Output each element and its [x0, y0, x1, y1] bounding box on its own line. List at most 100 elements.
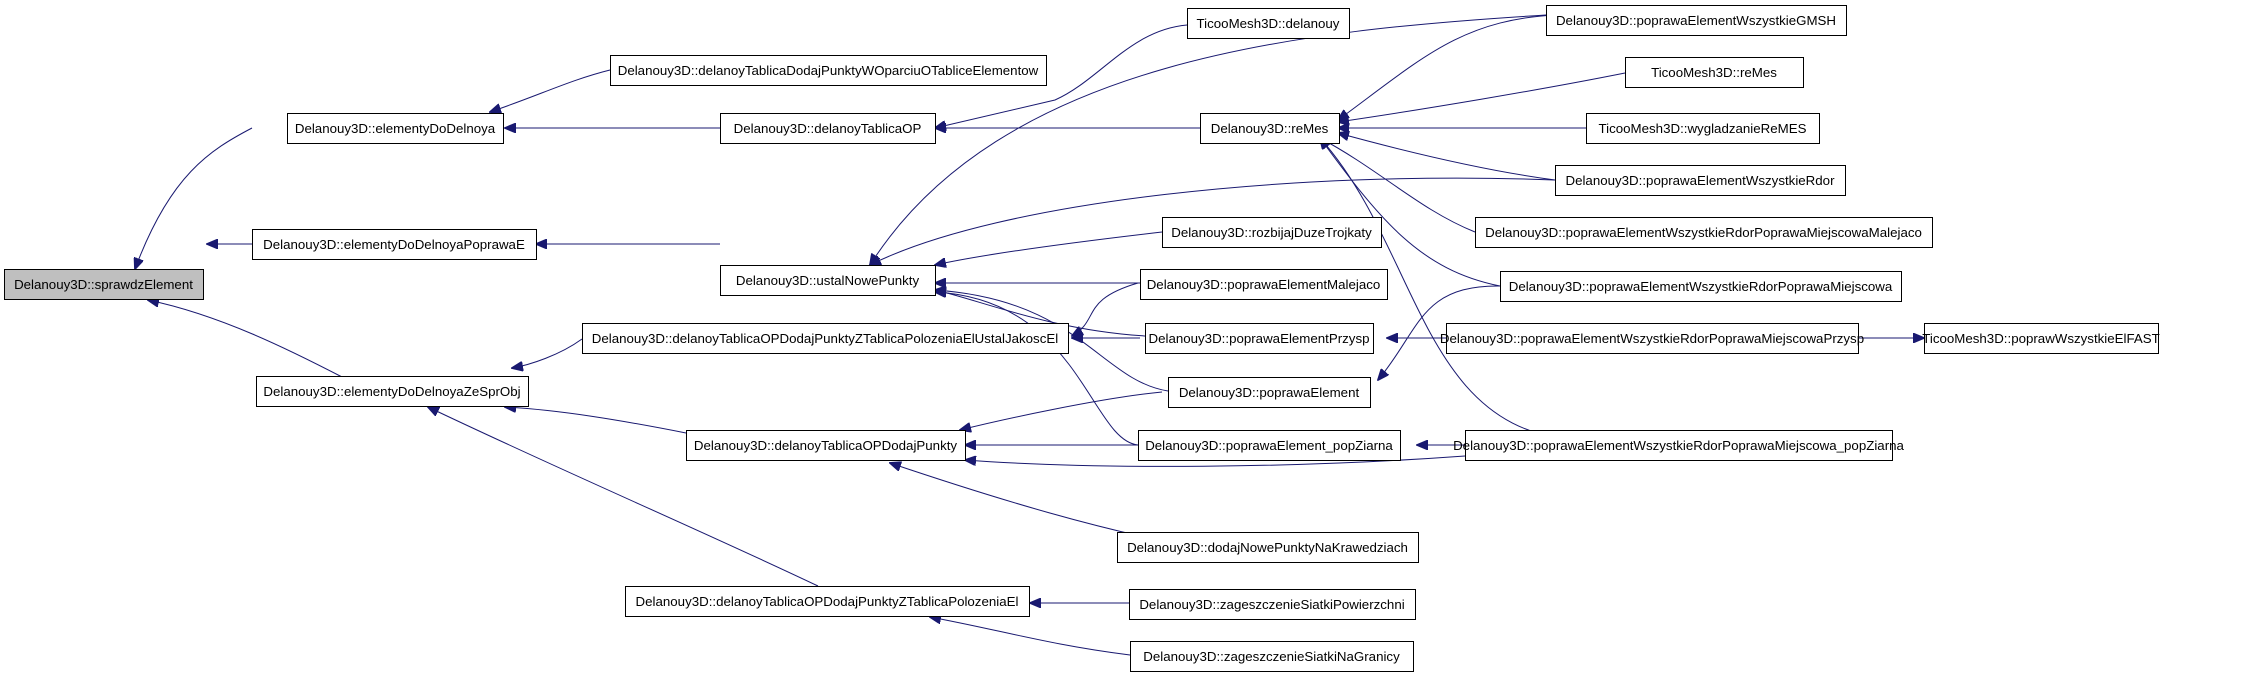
node-box[interactable] — [582, 323, 1069, 354]
node-box[interactable] — [720, 113, 936, 144]
edge — [512, 338, 583, 368]
graph-node-n13[interactable]: Delanouy3D::rozbijajDuzeTrojkaty — [1162, 217, 1382, 248]
graph-node-n17[interactable]: Delanouy3D::poprawaElement_popZiarna — [1138, 430, 1401, 461]
node-box[interactable] — [1500, 271, 1902, 302]
node-label: Delanouy3D::poprawaElementWszystkieRdor — [1565, 173, 1835, 188]
graph-node-n09[interactable]: Delanouy3D::delanoyTablicaOPDodajPunkty — [686, 430, 966, 461]
graph-node-n12[interactable]: Delanouy3D::reMes — [1200, 113, 1340, 144]
node-box[interactable] — [1145, 323, 1374, 354]
graph-node-n10[interactable]: Delanouy3D::delanoyTablicaOPDodajPunktyZ… — [625, 586, 1030, 617]
node-box[interactable] — [256, 376, 529, 407]
edge — [935, 24, 1188, 128]
node-label: Delanouy3D::poprawaElementWszystkieRdorP… — [1509, 279, 1893, 294]
edge — [135, 127, 253, 269]
graph-node-n05[interactable]: Delanouy3D::delanoyTablicaDodajPunktyWOp… — [610, 55, 1047, 86]
node-box[interactable] — [1130, 641, 1414, 672]
node-box[interactable] — [287, 113, 504, 144]
node-box[interactable] — [1546, 5, 1847, 36]
node-label: Delanouy3D::poprawaElementWszystkieRdorP… — [1440, 331, 1864, 346]
node-box[interactable] — [1162, 217, 1382, 248]
node-box[interactable] — [1446, 323, 1859, 354]
node-box[interactable] — [1129, 589, 1416, 620]
graph-node-n23[interactable]: TicooMesh3D::wygladzanieReMES — [1586, 113, 1820, 144]
node-label: Delanouy3D::delanoyTablicaOPDodajPunktyZ… — [636, 594, 1019, 609]
graph-node-n06[interactable]: Delanouy3D::delanoyTablicaOP — [720, 113, 936, 144]
node-label: Delanouy3D::reMes — [1211, 121, 1329, 136]
edge — [935, 292, 1139, 446]
edge — [490, 69, 611, 112]
graph-node-n21[interactable]: Delanouy3D::poprawaElementWszystkieGMSH — [1546, 5, 1847, 36]
node-box[interactable] — [1117, 532, 1419, 563]
node-box[interactable] — [1168, 377, 1371, 408]
edge — [1320, 138, 1476, 233]
node-box[interactable] — [1475, 217, 1933, 248]
node-box[interactable] — [1555, 165, 1846, 196]
node-box[interactable] — [1625, 57, 1804, 88]
graph-node-n14[interactable]: Delanouy3D::poprawaElementMalejaco — [1140, 269, 1388, 300]
node-box[interactable] — [1200, 113, 1340, 144]
graph-node-n25[interactable]: Delanouy3D::poprawaElementWszystkieRdorP… — [1475, 217, 1933, 248]
node-label: Delanouy3D::delanoyTablicaOP — [734, 121, 922, 136]
edge — [870, 177, 1556, 265]
graph-node-n18[interactable]: Delanouy3D::dodajNowePunktyNaKrawedziach — [1117, 532, 1419, 563]
node-label: Delanouy3D::poprawaElementWszystkieGMSH — [1556, 13, 1836, 28]
node-label: Delanouy3D::elementyDoDelnoya — [295, 121, 496, 136]
graph-node-n15[interactable]: Delanouy3D::poprawaElementPrzysp — [1145, 323, 1374, 354]
node-label: Delanouy3D::elementyDoDelnoyaZeSprObj — [263, 384, 520, 399]
node-label: Delanouy3D::ustalNowePunkty — [736, 273, 920, 288]
node-box[interactable] — [1138, 430, 1401, 461]
node-label: Delanouy3D::poprawaElementPrzysp — [1149, 331, 1370, 346]
node-label: Delanouy3D::sprawdzElement — [14, 277, 193, 292]
edge — [935, 231, 1163, 265]
node-box[interactable] — [686, 430, 966, 461]
node-box[interactable] — [610, 55, 1047, 86]
node-box[interactable] — [1187, 8, 1350, 39]
node-box[interactable] — [1586, 113, 1820, 144]
node-box[interactable] — [720, 265, 936, 296]
graph-node-n08[interactable]: Delanouy3D::delanoyTablicaOPDodajPunktyZ… — [582, 323, 1069, 354]
graph-node-n03[interactable]: Delanouy3D::elementyDoDelnoyaPoprawaE — [252, 229, 537, 260]
node-box[interactable] — [1140, 269, 1388, 300]
edge — [1378, 285, 1501, 380]
edge — [1072, 282, 1139, 336]
node-box[interactable] — [625, 586, 1030, 617]
node-label: Delanouy3D::zageszczenieSiatkiPowierzchn… — [1139, 597, 1404, 612]
graph-node-n11[interactable]: TicooMesh3D::delanouy — [1187, 8, 1350, 39]
graph-node-n01[interactable]: Delanouy3D::sprawdzElement — [4, 269, 204, 300]
node-box[interactable] — [1465, 430, 1893, 461]
node-label: Delanouy3D::poprawaElementWszystkieRdorP… — [1453, 438, 1904, 453]
node-box[interactable] — [1924, 323, 2159, 354]
edge — [1320, 138, 1578, 441]
graph-node-n02[interactable]: Delanouy3D::elementyDoDelnoya — [287, 113, 504, 144]
graph-node-n24[interactable]: Delanouy3D::poprawaElementWszystkieRdor — [1555, 165, 1846, 196]
graph-node-n20[interactable]: Delanouy3D::zageszczenieSiatkiNaGranicy — [1130, 641, 1414, 672]
edge — [1320, 138, 1501, 287]
edge — [148, 300, 345, 379]
edge — [1338, 72, 1626, 122]
node-layer: Delanouy3D::sprawdzElementDelanouy3D::el… — [4, 5, 2160, 672]
graph-node-n27[interactable]: Delanouy3D::poprawaElementWszystkieRdorP… — [1440, 323, 1864, 354]
node-box[interactable] — [4, 269, 204, 300]
node-label: Delanouy3D::zageszczenieSiatkiNaGranicy — [1143, 649, 1400, 664]
node-label: TicooMesh3D::poprawWszystkieElFAST — [1922, 331, 2159, 346]
edge-layer — [135, 14, 1924, 656]
graph-node-n26[interactable]: Delanouy3D::poprawaElementWszystkieRdorP… — [1500, 271, 1902, 302]
graph-node-n19[interactable]: Delanouy3D::zageszczenieSiatkiPowierzchn… — [1129, 589, 1416, 620]
graph-node-n04[interactable]: Delanouy3D::elementyDoDelnoyaZeSprObj — [256, 376, 529, 407]
node-label: Delanouy3D::delanoyTablicaDodajPunktyWOp… — [618, 63, 1039, 78]
node-label: Delanouy3D::poprawaElementMalejaco — [1147, 277, 1381, 292]
graph-node-n16[interactable]: Delanouy3D::poprawaElement — [1168, 377, 1371, 408]
edge — [1338, 133, 1556, 181]
node-label: Delanouy3D::poprawaElement_popZiarna — [1145, 438, 1393, 453]
graph-node-n22[interactable]: TicooMesh3D::reMes — [1625, 57, 1804, 88]
edge — [428, 407, 819, 587]
graph-node-n07[interactable]: Delanouy3D::ustalNowePunkty — [720, 265, 936, 296]
edge — [505, 407, 687, 434]
edge — [870, 14, 1547, 265]
graph-node-n29[interactable]: TicooMesh3D::poprawWszystkieElFAST — [1922, 323, 2160, 354]
node-box[interactable] — [252, 229, 537, 260]
node-label: Delanouy3D::elementyDoDelnoyaPoprawaE — [263, 237, 525, 252]
node-label: Delanouy3D::dodajNowePunktyNaKrawedziach — [1127, 540, 1408, 555]
graph-node-n28[interactable]: Delanouy3D::poprawaElementWszystkieRdorP… — [1453, 430, 1905, 461]
